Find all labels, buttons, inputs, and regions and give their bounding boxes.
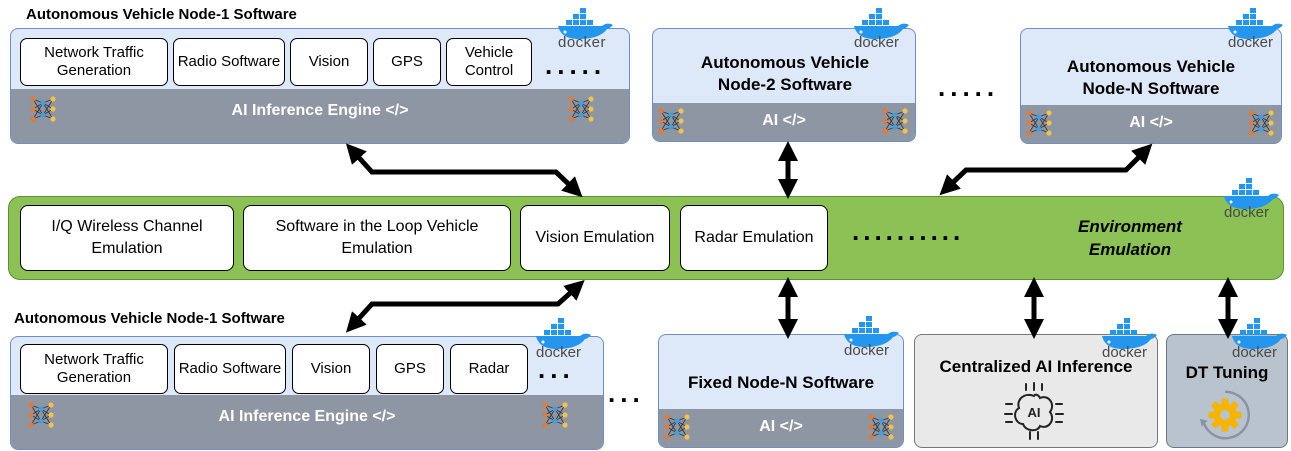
docker-icon: docker bbox=[552, 6, 616, 55]
module-gps: GPS bbox=[376, 344, 444, 394]
fixed-node-title: Fixed Node-N Software bbox=[687, 373, 875, 392]
docker-label: docker bbox=[854, 34, 900, 51]
ai-label: AI </> bbox=[1129, 114, 1173, 131]
ai-engine-label: AI Inference Engine </> bbox=[218, 408, 396, 425]
av-node-2-box bbox=[652, 28, 916, 142]
av-node-1-bottom-title: Autonomous Vehicle Node-1 Software bbox=[14, 310, 285, 327]
av-node-1-top-title: Autonomous Vehicle Node-1 Software bbox=[26, 6, 297, 23]
module-vehicle-control: Vehicle Control bbox=[446, 38, 532, 86]
module-network-traffic: Network Traffic Generation bbox=[20, 38, 168, 86]
radar-emulation: Radar Emulation bbox=[680, 205, 828, 271]
av-node-n-title: Autonomous Vehicle Node-N Software bbox=[1066, 57, 1236, 99]
av-node-n-box bbox=[1020, 28, 1282, 144]
ai-band bbox=[659, 409, 903, 447]
ai-brain-icon: AI bbox=[1004, 382, 1064, 440]
bottom-ellipsis: ... bbox=[608, 378, 645, 408]
ai-engine-band bbox=[11, 395, 603, 449]
nodes-ellipsis: ..... bbox=[938, 72, 1000, 102]
dt-tuning-title: DT Tuning bbox=[1185, 363, 1269, 382]
ai-icon-text: AI bbox=[1028, 405, 1041, 420]
av-node-2-title: Autonomous Vehicle Node-2 Software bbox=[700, 53, 870, 95]
module-radar: Radar bbox=[450, 344, 528, 394]
docker-label: docker bbox=[1228, 34, 1274, 51]
gear-icon bbox=[1199, 390, 1250, 440]
docker-label: docker bbox=[844, 342, 890, 359]
ai-engine-label: AI Inference Engine </> bbox=[231, 102, 409, 119]
module-radio-software: Radio Software bbox=[173, 38, 285, 86]
module-radio-software: Radio Software bbox=[174, 344, 286, 394]
environment-emulation-label: Environment Emulation bbox=[1078, 217, 1182, 259]
module-network-traffic: Network Traffic Generation bbox=[20, 344, 168, 394]
arrow-avn-to-env bbox=[939, 143, 1153, 196]
ai-label: AI </> bbox=[762, 112, 806, 129]
docker-label: docker bbox=[558, 34, 607, 51]
module-vision: Vision bbox=[292, 344, 370, 394]
ai-band bbox=[653, 103, 915, 141]
ai-band bbox=[1021, 105, 1281, 143]
docker-label: docker bbox=[1232, 344, 1278, 361]
docker-label: docker bbox=[1102, 344, 1148, 361]
arrow-vision-to-av1-bottom bbox=[345, 279, 585, 333]
docker-icon: docker bbox=[1222, 6, 1286, 55]
docker-label: docker bbox=[1224, 204, 1270, 221]
modules-ellipsis: ... bbox=[538, 354, 575, 384]
ai-label: AI </> bbox=[759, 418, 803, 435]
docker-label: docker bbox=[536, 344, 582, 361]
centralized-ai-title: Centralized AI Inference bbox=[939, 357, 1133, 376]
ai-engine-band bbox=[11, 89, 629, 143]
module-vision: Vision bbox=[290, 38, 368, 86]
environment-ellipsis: .......... bbox=[852, 216, 965, 246]
docker-icon: docker bbox=[848, 6, 912, 55]
docker-icon: docker bbox=[838, 314, 902, 363]
arrow-av1-to-vision bbox=[345, 143, 583, 198]
fixed-node-box bbox=[658, 334, 904, 448]
modules-ellipsis: ..... bbox=[545, 50, 607, 80]
module-gps: GPS bbox=[373, 38, 441, 86]
docker-icon: docker bbox=[1096, 316, 1160, 365]
sil-vehicle-emulation: Software in the Loop Vehicle Emulation bbox=[243, 205, 511, 271]
docker-icon: docker bbox=[1226, 316, 1290, 365]
docker-icon: docker bbox=[530, 316, 594, 365]
docker-icon: docker bbox=[1218, 176, 1282, 225]
vision-emulation: Vision Emulation bbox=[520, 205, 670, 271]
iq-wireless-channel-emulation: I/Q Wireless Channel Emulation bbox=[20, 205, 234, 271]
